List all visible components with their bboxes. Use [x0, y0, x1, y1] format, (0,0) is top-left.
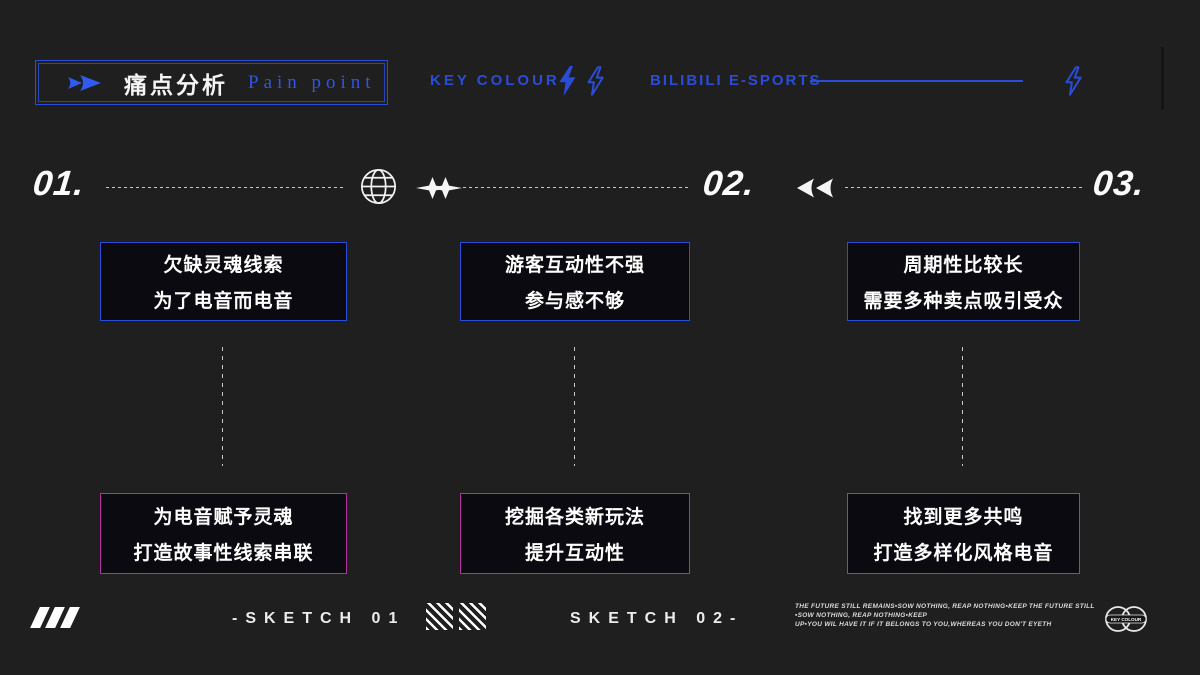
rewind-icon — [797, 178, 834, 198]
solution-box-2: 挖掘各类新玩法 提升互动性 — [460, 493, 690, 574]
solution-text: 找到更多共鸣 — [903, 507, 1024, 528]
dashed-connector-vertical — [962, 347, 963, 466]
blue-divider-line — [810, 80, 1023, 82]
dashed-line-horizontal — [463, 187, 691, 188]
page-title-box: 痛点分析 Pain point — [35, 60, 388, 105]
solution-box-3: 找到更多共鸣 打造多样化风格电音 — [847, 493, 1080, 574]
section-number-03: 03. — [1091, 164, 1147, 203]
problem-text: 欠缺灵魂线索 — [163, 255, 284, 276]
fine-print-line: THE FUTURE STILL REMAINS▪SOW NOTHING, RE… — [795, 603, 1095, 610]
hatch-square-icon — [459, 603, 486, 630]
hatch-square-icon — [426, 603, 453, 630]
lightning-bolt-outline-icon — [587, 66, 604, 96]
triple-slash-icon — [30, 607, 80, 628]
page-title-en: Pain point — [248, 71, 376, 93]
fast-forward-icon — [68, 74, 101, 91]
solution-box-1: 为电音赋予灵魂 打造故事性线索串联 — [100, 493, 347, 574]
dark-vertical-rule — [1161, 47, 1164, 110]
esports-label: BILIBILI E-SPORTS — [650, 72, 822, 89]
fine-print-text: THE FUTURE STILL REMAINS▪SOW NOTHING, RE… — [795, 602, 1095, 629]
problem-box-1: 欠缺灵魂线索 为了电音而电音 — [100, 242, 347, 321]
section-number-02: 02. — [701, 164, 757, 203]
key-colour-label: KEY COLOUR — [430, 72, 560, 89]
solution-text: 挖掘各类新玩法 — [504, 507, 645, 528]
solution-text: 打造故事性线索串联 — [133, 543, 314, 564]
double-circle-logo: KEY COLOUR — [1105, 606, 1147, 632]
logo-label: KEY COLOUR — [1111, 617, 1142, 622]
sketch-01-label: -SKETCH 01 — [232, 610, 406, 627]
problem-box-2: 游客互动性不强 参与感不够 — [460, 242, 690, 321]
problem-box-3: 周期性比较长 需要多种卖点吸引受众 — [847, 242, 1080, 321]
sketch-02-label: SKETCH 02- — [570, 610, 744, 627]
section-number-01: 01. — [31, 164, 87, 203]
dashed-connector-vertical — [222, 347, 223, 466]
fine-print-line: ▪SOW NOTHING, REAP NOTHING▪KEEP — [795, 612, 928, 620]
problem-text: 为了电音而电音 — [153, 291, 294, 312]
globe-icon — [360, 168, 397, 205]
fine-print-line: UP▪YOU WIL HAVE IT IF IT BELONGS TO YOU,… — [795, 621, 1052, 629]
lightning-bolt-outline-icon — [1065, 66, 1082, 96]
solution-text: 提升互动性 — [524, 543, 625, 564]
problem-text: 需要多种卖点吸引受众 — [863, 291, 1064, 312]
problem-text: 周期性比较长 — [903, 255, 1024, 276]
dashed-connector-vertical — [574, 347, 575, 466]
solution-text: 打造多样化风格电音 — [873, 543, 1054, 564]
problem-text: 游客互动性不强 — [504, 255, 645, 276]
solution-text: 为电音赋予灵魂 — [153, 507, 294, 528]
lightning-bolt-filled-icon — [559, 66, 576, 96]
page-title: 痛点分析 — [124, 71, 228, 98]
dashed-line-horizontal — [845, 187, 1085, 188]
dashed-line-horizontal — [106, 187, 346, 188]
sparkles-icon — [416, 177, 462, 199]
problem-text: 参与感不够 — [524, 291, 625, 312]
